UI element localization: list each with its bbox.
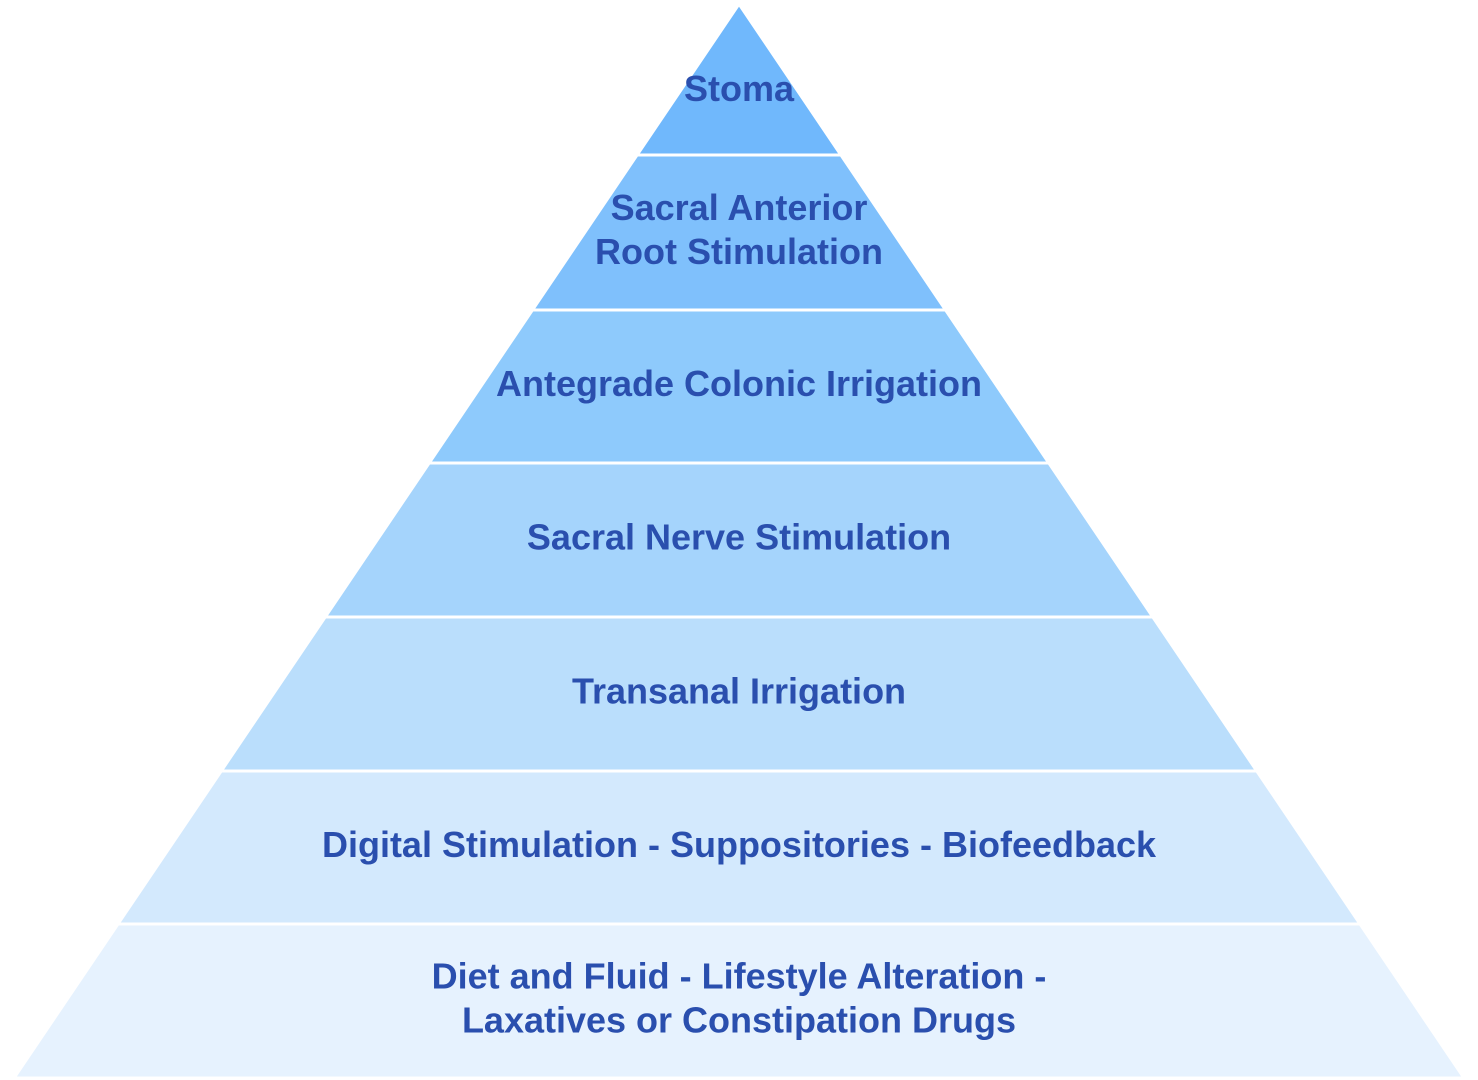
pyramid-tier-label: Laxatives or Constipation Drugs <box>462 1000 1016 1041</box>
pyramid-tier-label: Root Stimulation <box>595 231 883 272</box>
pyramid-tier-shape <box>11 922 1467 1080</box>
pyramid-tier-label: Sacral Nerve Stimulation <box>527 517 951 558</box>
pyramid-tier-label: Stoma <box>684 68 795 109</box>
pyramid-tier-label: Diet and Fluid - Lifestyle Alteration - <box>432 956 1047 997</box>
pyramid-tier-4: Sacral Nerve Stimulation <box>322 461 1156 619</box>
pyramid-tier-label: Sacral Anterior <box>611 187 868 228</box>
pyramid-tier-6: Digital Stimulation - Suppositories - Bi… <box>115 769 1363 926</box>
pyramid-tier-3: Antegrade Colonic Irrigation <box>426 308 1052 465</box>
pyramid-tier-label: Transanal Irrigation <box>572 671 906 712</box>
pyramid-tier-label: Antegrade Colonic Irrigation <box>496 363 982 404</box>
pyramid-tier-5: Transanal Irrigation <box>218 615 1260 773</box>
pyramid-tier-label: Digital Stimulation - Suppositories - Bi… <box>322 824 1157 865</box>
pyramid-tier-1: Stoma <box>634 1 844 157</box>
pyramid-tier-7: Diet and Fluid - Lifestyle Alteration -L… <box>11 922 1467 1080</box>
